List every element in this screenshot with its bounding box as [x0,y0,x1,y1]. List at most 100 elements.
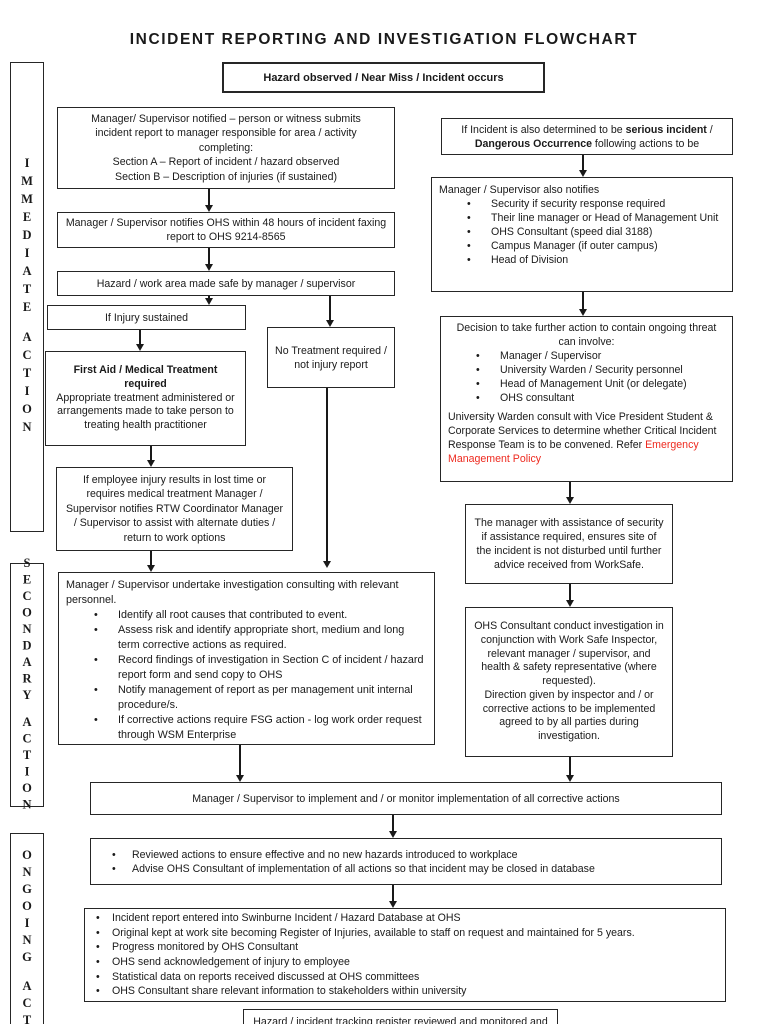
arrow-implement-to-review [388,815,398,838]
admin-bullet: • OHS Consultant share relevant informat… [92,984,718,999]
arrow-ohsinvestigation-to-implement [565,757,575,782]
emergency-policy-link[interactable]: Emergency Management Policy [448,439,699,466]
first-aid-body: Appropriate treatment administered or ar… [56,391,235,432]
bullet-text: Their line manager or Head of Management… [491,212,719,224]
site-undisturbed-box: The manager with assistance of security … [465,504,673,584]
injury-sustained-text: If Injury sustained [104,311,189,324]
investigation-intro: Manager / Supervisor undertake investiga… [66,579,399,606]
arrow-injury-to-firstaid [135,330,145,351]
bullet-text: Reviewed actions to ensure effective and… [132,848,518,861]
site-undisturbed-text: The manager with assistance of security … [474,517,664,571]
bullet-dot: • [476,391,480,404]
no-treatment-text: No Treatment required / not injury repor… [275,344,387,371]
arrow-firstaid-to-losttime [146,446,156,467]
bullet-dot: • [96,970,100,983]
bullet-dot: • [94,624,98,636]
bullet-text: OHS Consultant share relevant informatio… [112,985,467,998]
also-notifies-box: Manager / Supervisor also notifies • Sec… [431,177,733,292]
notified-line: incident report to manager responsible f… [95,127,357,140]
bullet-dot: • [467,254,471,266]
sidebar-immediate-word: IMMEDIATE [20,156,34,318]
bullet-dot: • [112,862,116,875]
review-bullet: • Reviewed actions to ensure effective a… [98,848,714,862]
arrow-site-to-ohsinvestigation [565,584,575,607]
bullet-dot: • [94,684,98,696]
bullet-dot: • [476,363,480,376]
sidebar-ongoing-action-word: ACTION [20,979,34,1024]
sidebar-ongoing-word: ONGOING [20,848,34,967]
sidebar-ongoing-action: ONGOING ACTION [10,833,44,1024]
arrow-ohs-to-madesafe [204,248,214,271]
bullet-text: Progress monitored by OHS Consultant [112,941,299,954]
bullet-text: Advise OHS Consultant of implementation … [132,862,595,875]
arrow-madesafe-to-injury [204,296,214,305]
lost-time-text: If employee injury results in lost time … [65,473,284,544]
sidebar-secondary-action: SECONDARY ACTION [10,556,44,814]
bullet-text: Notify management of report as per manag… [118,684,413,711]
serious-mid: / [706,123,713,136]
bullet-text: Assess risk and identify appropriate sho… [118,624,405,651]
no-treatment-box: No Treatment required / not injury repor… [267,327,395,388]
injury-sustained-box: If Injury sustained [47,305,246,330]
tracking-text: Hazard / incident tracking register revi… [253,1016,548,1024]
investigation-bullet: • If corrective actions require FSG acti… [66,713,427,743]
serious-bold2: Dangerous Occurrence [474,137,592,150]
arrow-decision-to-site [565,482,575,504]
manager-notified-box: Manager/ Supervisor notified – person or… [57,107,395,189]
decision-bullet: • Manager / Supervisor [448,350,725,364]
sidebar-immediate-action-word: ACTION [20,330,34,438]
implement-text: Manager / Supervisor to implement and / … [192,792,620,805]
page-title: INCIDENT REPORTING AND INVESTIGATION FLO… [129,31,639,48]
decision-heading: Decision to take further action to conta… [456,322,717,348]
investigation-bullet: • Record findings of investigation in Se… [66,653,427,683]
also-notifies-bullet: • OHS Consultant (speed dial 3188) [439,225,725,239]
bullet-dot: • [476,377,480,390]
implement-box: Manager / Supervisor to implement and / … [90,782,722,815]
also-notifies-bullet: • Campus Manager (if outer campus) [439,239,725,253]
arrow-serious-to-alsonotifies [578,155,588,177]
sidebar-immediate-action: IMMEDIATE ACTION [10,62,44,532]
arrow-investigation-to-implement [235,745,245,782]
bullet-dot: • [467,198,471,210]
admin-bullet: • Progress monitored by OHS Consultant [92,940,718,955]
bullet-dot: • [96,926,100,939]
investigation-bullet: • Identify all root causes that contribu… [66,608,427,623]
first-aid-box: First Aid / Medical Treatment required A… [45,351,246,446]
serious-incident-text: If Incident is also determined to be ser… [449,123,725,151]
lost-time-box: If employee injury results in lost time … [56,467,293,551]
tracking-box: Hazard / incident tracking register revi… [243,1009,558,1024]
bullet-dot: • [94,654,98,666]
notify-ohs-box: Manager / Supervisor notifies OHS within… [57,212,395,248]
bullet-text: If corrective actions require FSG action… [118,714,422,741]
notified-line: Manager/ Supervisor notified – person or… [91,112,361,125]
bullet-text: OHS Consultant (speed dial 3188) [491,226,653,238]
decision-bullet: • OHS consultant [448,392,725,406]
bullet-dot: • [96,985,100,998]
bullet-text: Statistical data on reports received dis… [112,970,420,983]
arrow-notreatment-to-investigation [322,388,332,568]
investigation-box: Manager / Supervisor undertake investiga… [58,572,435,745]
bullet-text: Campus Manager (if outer campus) [491,240,658,252]
notify-ohs-text: Manager / Supervisor notifies OHS within… [65,217,387,243]
admin-bullet: • Original kept at work site becoming Re… [92,926,718,941]
admin-bullet: • OHS send acknowledgement of injury to … [92,955,718,970]
bullet-text: Original kept at work site becoming Regi… [112,926,635,939]
arrow-losttime-to-investigation [146,551,156,572]
admin-bullet: • Incident report entered into Swinburne… [92,911,718,926]
bullet-dot: • [96,956,100,968]
bullet-dot: • [467,240,471,252]
ohs-investigation-part1: OHS Consultant conduct investigation in … [474,619,664,688]
also-notifies-bullet: • Their line manager or Head of Manageme… [439,211,725,225]
bullet-text: Manager / Supervisor [500,349,602,362]
serious-pre: If Incident is also determined to be [461,123,626,136]
also-notifies-bullet: • Head of Division [439,253,725,267]
bullet-dot: • [467,212,471,224]
investigation-bullet: • Notify management of report as per man… [66,683,427,713]
bullet-text: University Warden / Security personnel [500,363,683,376]
investigation-bullet: • Assess risk and identify appropriate s… [66,623,427,653]
notified-line: completing: [198,141,254,154]
decision-bullet: • University Warden / Security personnel [448,364,725,378]
bullet-text: Security if security response required [491,198,666,210]
start-box-label: Hazard observed / Near Miss / Incident o… [263,71,504,84]
